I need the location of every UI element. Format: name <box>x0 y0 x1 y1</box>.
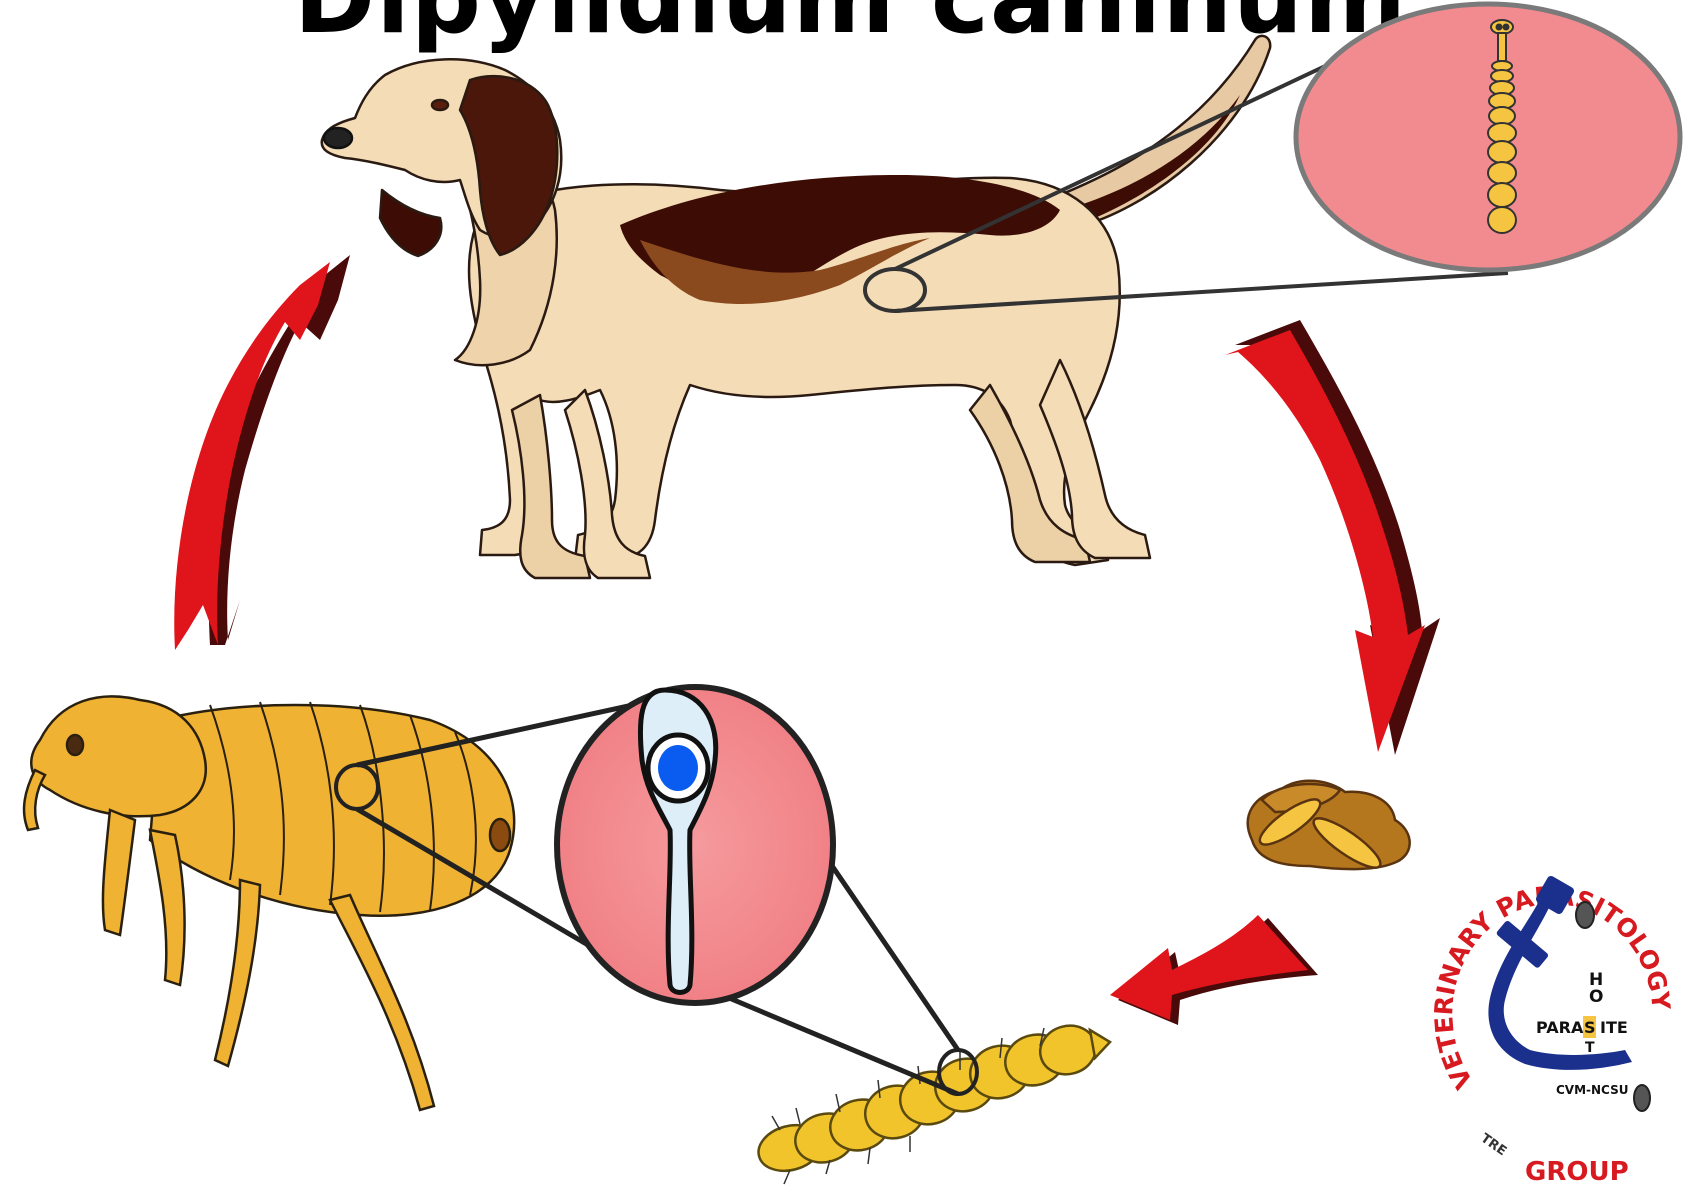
vet-parasitology-logo: VETERINARY PARASITOLOGY HO PARA S ITE T … <box>1405 875 1676 1187</box>
flea-larva-illustration <box>753 1020 1110 1184</box>
adult-tapeworm-inset <box>1296 4 1680 270</box>
logo-site-text: S <box>1584 1018 1596 1037</box>
arrow-flea-to-dog <box>174 255 350 650</box>
logo-fragment-text: TRE <box>1478 1131 1509 1159</box>
arrow-feces-to-larva <box>1110 915 1318 1025</box>
logo-ite-text: ITE <box>1600 1018 1628 1037</box>
logo-t-text: T <box>1585 1040 1595 1056</box>
adult-flea-illustration <box>24 696 514 1110</box>
feces-with-proglottids <box>1248 781 1410 875</box>
arrow-dog-to-feces <box>1225 320 1440 755</box>
logo-para-text: PARA <box>1536 1018 1584 1037</box>
zoom-line-larva-bottom <box>710 990 958 1094</box>
cysticercoid-inset <box>557 687 833 1003</box>
dog-host-illustration <box>322 36 1270 578</box>
logo-school-text: CVM-NCSU <box>1556 1083 1628 1097</box>
logo-group-text: GROUP <box>1525 1157 1629 1187</box>
